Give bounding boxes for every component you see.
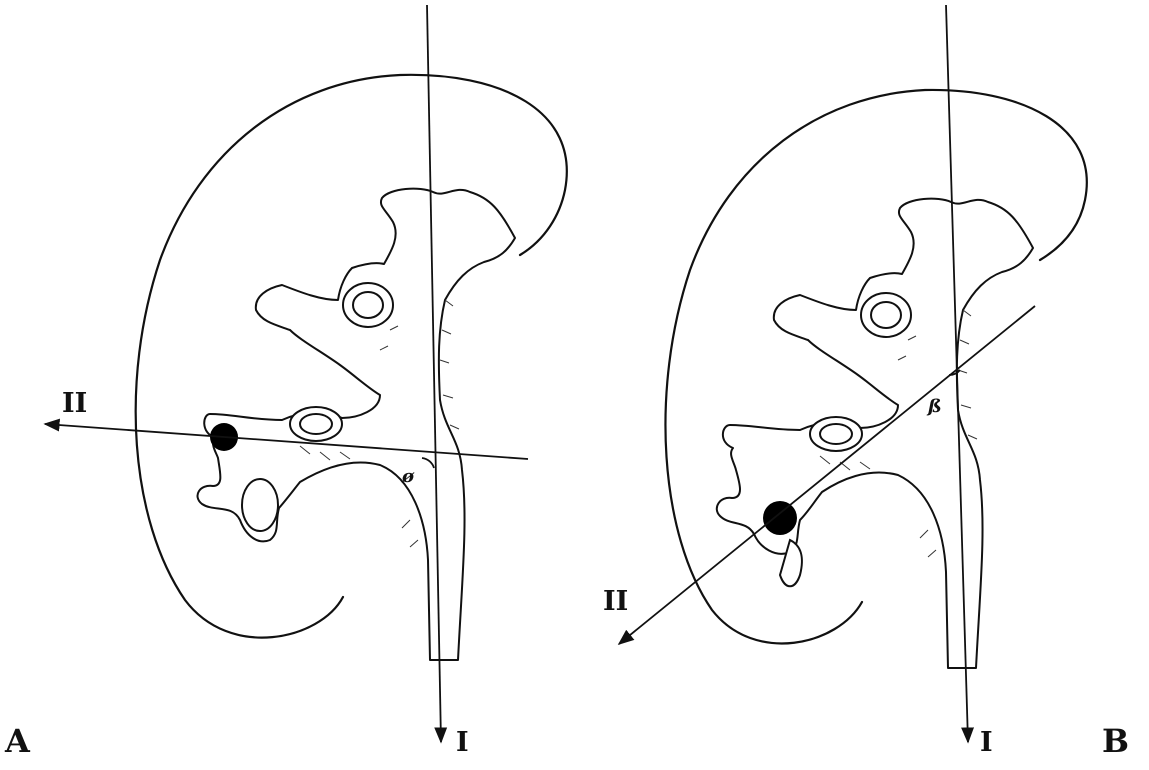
kidney-stone-b (763, 501, 797, 535)
axis-label-1-a: I (456, 727, 469, 758)
axis-label-2-a: II (62, 388, 87, 419)
axis-label-1-b: I (980, 727, 993, 758)
axis-label-2-b: II (603, 586, 628, 617)
panel-label-a: A (4, 722, 31, 760)
angle-label-a: ø (401, 466, 415, 487)
renal-pelvis-calyces-b (717, 199, 1033, 668)
panel-a: ø II I A (4, 5, 567, 760)
angle-label-b: ß (926, 396, 942, 417)
panel-b: ß II I B (603, 5, 1129, 760)
renal-pelvis-calyces-a (198, 189, 515, 660)
panel-label-b: B (1102, 722, 1129, 760)
